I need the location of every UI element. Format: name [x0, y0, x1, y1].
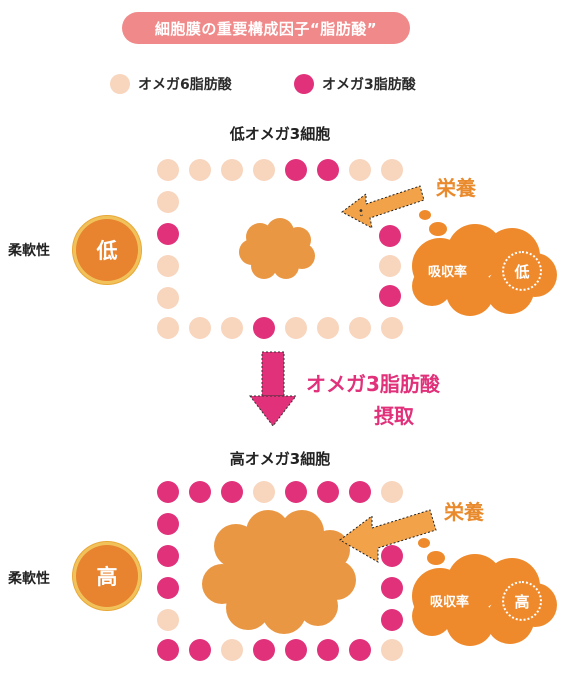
low-cell-membrane — [157, 159, 403, 339]
title-pill: 細胞膜の重要構成因子“脂肪酸” — [122, 12, 410, 44]
legend-omega3: オメガ3脂肪酸 — [294, 74, 416, 94]
legend-omega3-label: オメガ3脂肪酸 — [322, 77, 416, 93]
high-cell-title: 高オメガ3細胞 — [229, 450, 331, 468]
low-absorption-label: 吸収率 — [428, 265, 468, 280]
low-nutrition-label: 栄養 — [436, 176, 476, 200]
high-cell-membrane — [157, 481, 403, 661]
low-absorption-value: 低 — [502, 251, 542, 291]
high-cell-nucleus — [202, 510, 356, 634]
intake-arrow — [248, 351, 298, 427]
omega3-dot-icon — [294, 74, 314, 94]
low-nutrition-arrow: •̮ — [341, 185, 425, 229]
high-nutrition-label: 栄養 — [444, 500, 484, 524]
omega6-dot-icon — [110, 74, 130, 94]
low-cell-title: 低オメガ3細胞 — [229, 125, 331, 143]
legend-omega6-label: オメガ6脂肪酸 — [138, 77, 232, 93]
low-cell-nucleus — [239, 218, 315, 279]
intake-text-line1: オメガ3脂肪酸 — [306, 372, 440, 396]
thought-dot-medium — [429, 222, 447, 236]
low-softness-label: 柔軟性 — [8, 243, 50, 259]
intake-text-line2: 摂取 — [374, 404, 414, 428]
legend-omega6: オメガ6脂肪酸 — [110, 74, 232, 94]
thought-dot-small — [419, 210, 431, 220]
thought-dot-medium-2 — [427, 551, 445, 565]
low-softness-badge: 低 — [76, 219, 138, 281]
high-softness-badge: 高 — [76, 545, 138, 607]
high-absorption-value: 高 — [502, 581, 542, 621]
high-softness-label: 柔軟性 — [8, 571, 50, 587]
high-nutrition-arrow — [339, 509, 437, 563]
high-absorption-label: 吸収率 — [430, 595, 470, 610]
thought-dot-small-2 — [418, 538, 430, 548]
svg-text:•̮: •̮ — [358, 206, 364, 217]
